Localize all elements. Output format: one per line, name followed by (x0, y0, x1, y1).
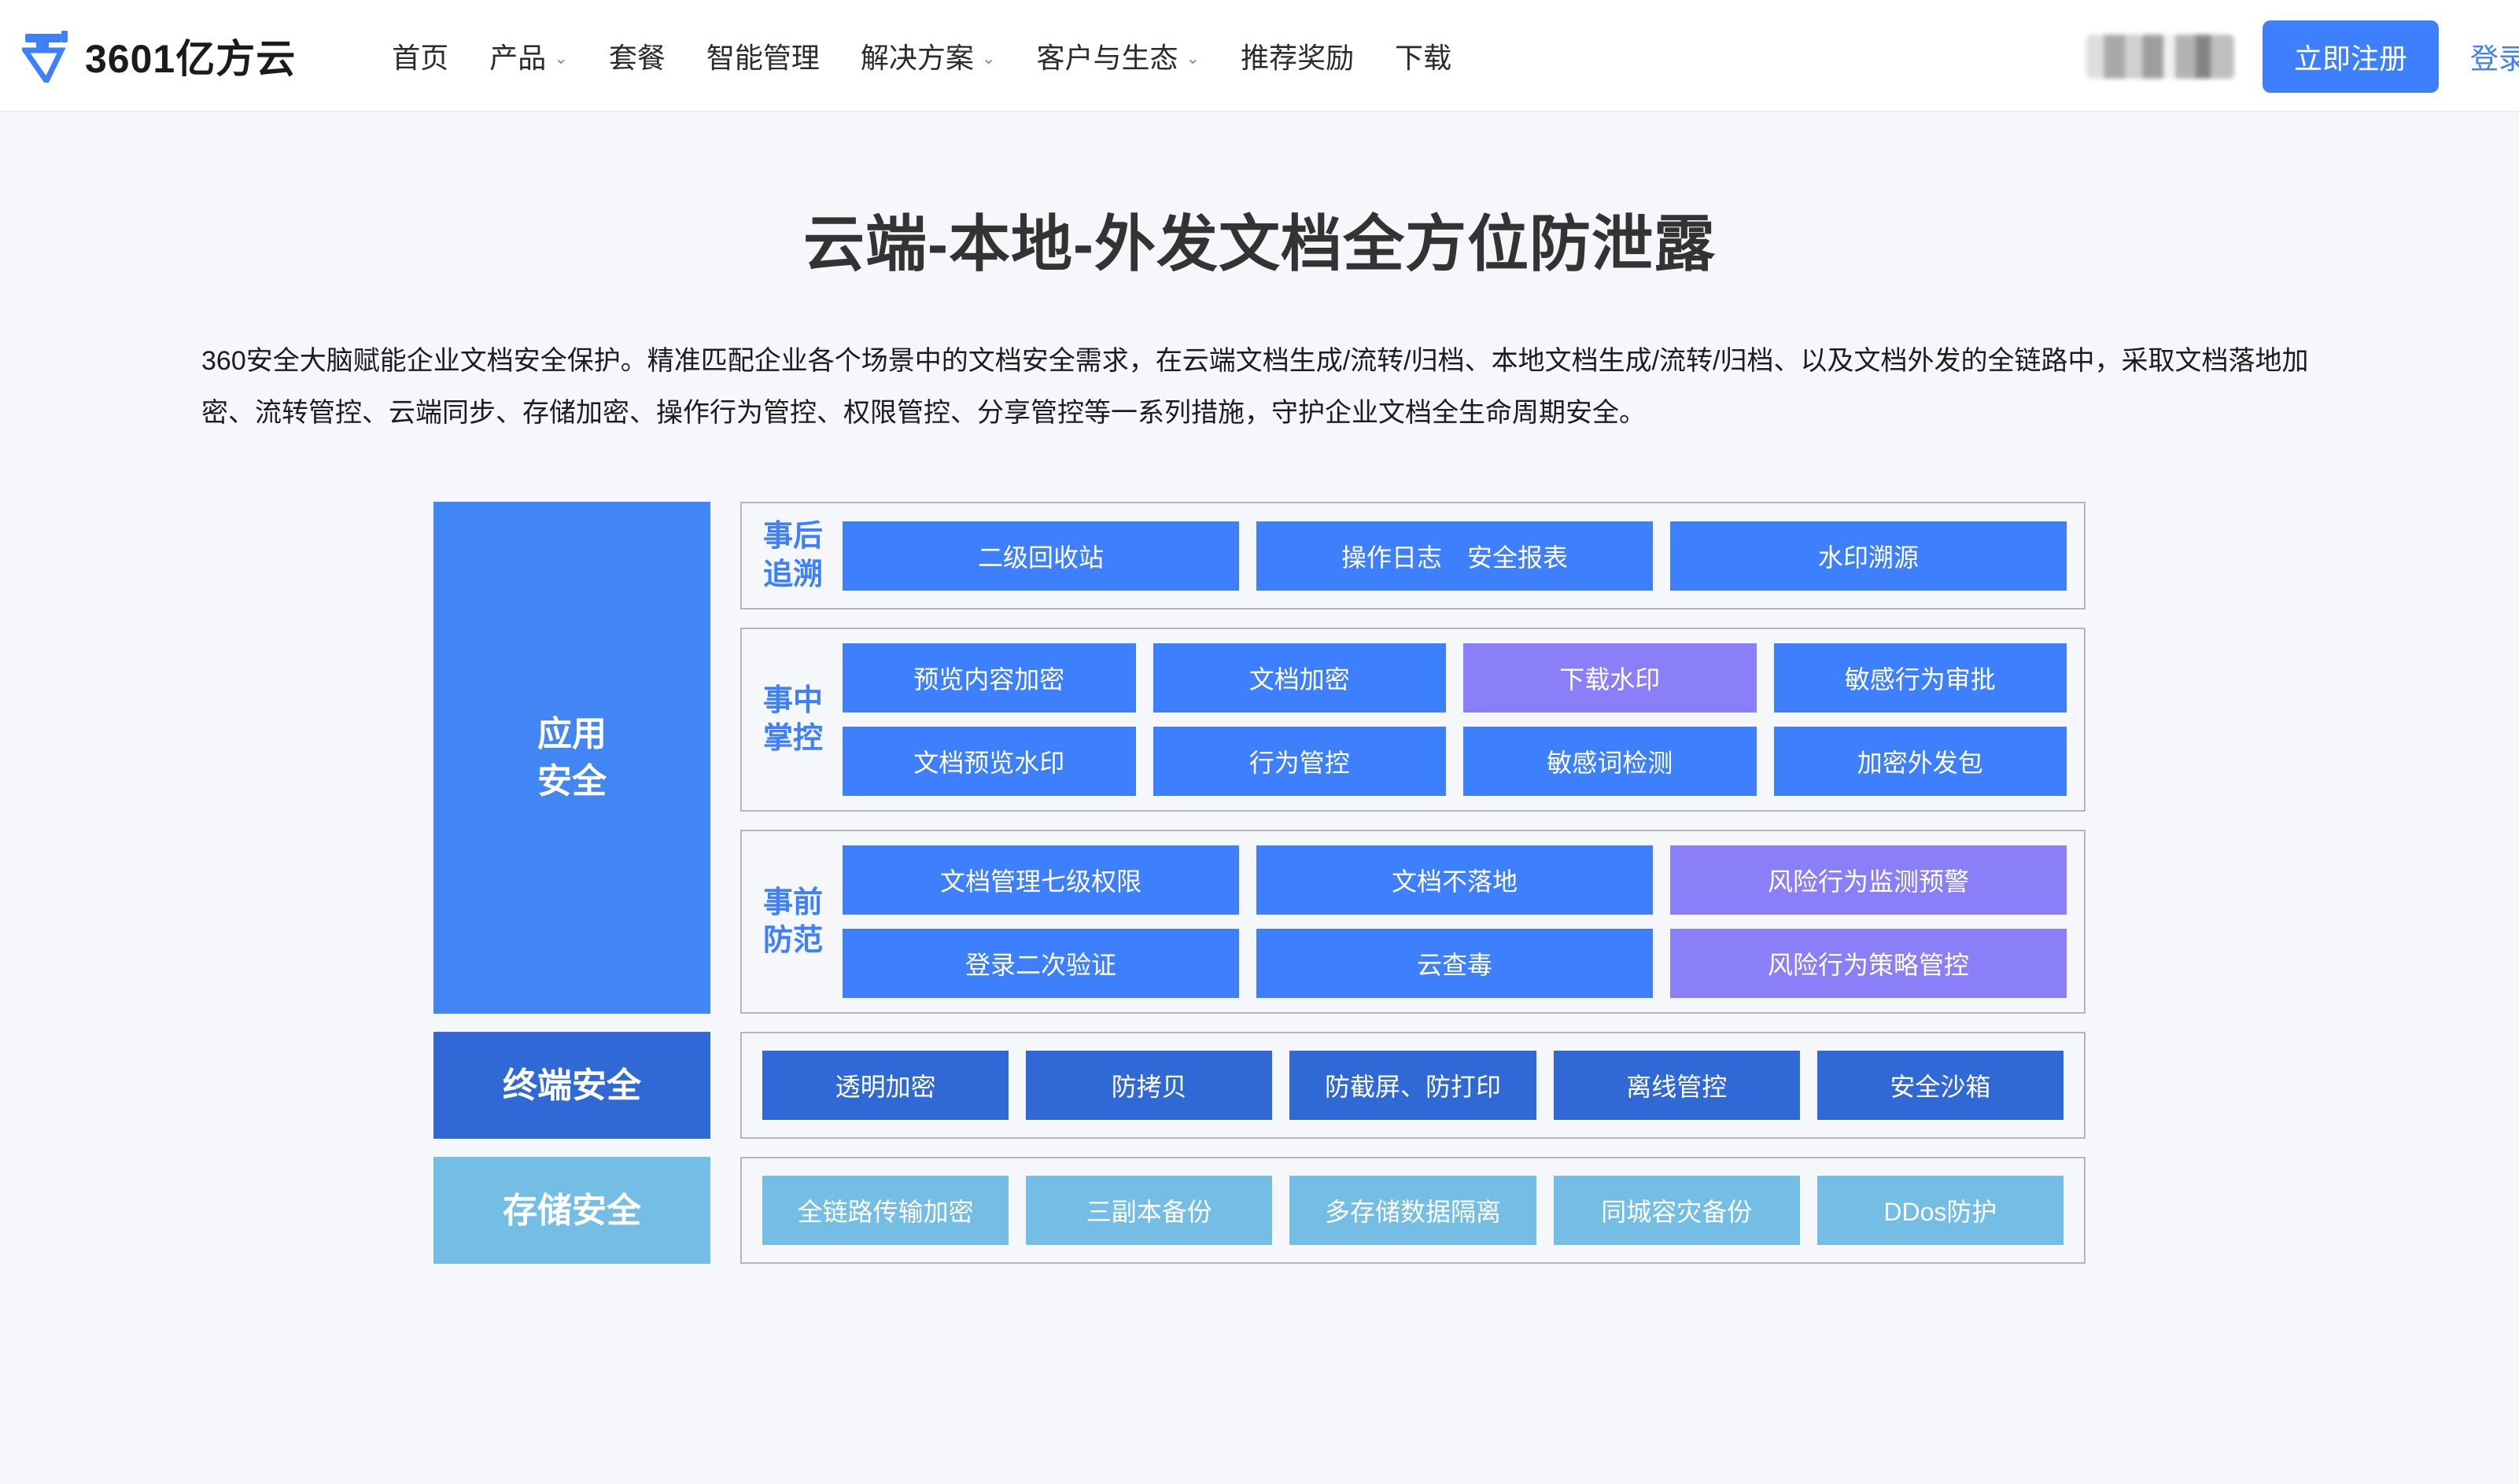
band-label-terminal-security: 终端安全 (433, 1032, 710, 1140)
band-groups: 事后 追溯 二级回收站 操作日志 安全报表 水印溯源 事中 (740, 502, 2086, 1014)
tile-behavior-control[interactable]: 行为管控 (1153, 727, 1446, 797)
band-terminal-security: 终端安全 透明加密 防拷贝 防截屏、防打印 离线管控 安全沙箱 (433, 1032, 2086, 1140)
tile-preview-content-encryption[interactable]: 预览内容加密 (843, 643, 1136, 713)
chevron-down-icon: ⌄ (554, 50, 568, 68)
nav-item-solutions[interactable]: 解决方案 ⌄ (840, 35, 1016, 76)
site-header: 3601亿方云 首页 产品 ⌄ 套餐 智能管理 解决方案 ⌄ 客户与生态 ⌄ 推… (0, 0, 2519, 112)
nav-item-customers-ecosystem[interactable]: 客户与生态 ⌄ (1016, 35, 1221, 76)
page-description: 360安全大脑赋能企业文档安全保护。精准匹配企业各个场景中的文档安全需求，在云端… (201, 346, 2309, 428)
group-label-line2: 追溯 (762, 558, 823, 591)
tile-row: 二级回收站 操作日志 安全报表 水印溯源 (843, 521, 2067, 591)
group-label: 事后 追溯 (759, 517, 827, 594)
tile-document-encryption[interactable]: 文档加密 (1153, 643, 1446, 713)
band-application-security: 应用 安全 事后 追溯 二级回收站 操作日志 安全报表 水印溯源 (433, 502, 2086, 1014)
group-rows: 预览内容加密 文档加密 下载水印 敏感行为审批 文档预览水印 行为管控 敏感词检… (843, 643, 2067, 797)
page-content: 云端-本地-外发文档全方位防泄露 360安全大脑赋能企业文档安全保护。精准匹配企… (0, 112, 2519, 1265)
tile-ddos-protection[interactable]: DDos防护 (1816, 1176, 2064, 1246)
tile-sensitive-word-detection[interactable]: 敏感词检测 (1463, 727, 1757, 797)
main-nav: 首页 产品 ⌄ 套餐 智能管理 解决方案 ⌄ 客户与生态 ⌄ 推荐奖励 下载 (371, 35, 1472, 76)
tile-row: 登录二次验证 云查毒 风险行为策略管控 (843, 929, 2067, 999)
tile-login-two-factor-verification[interactable]: 登录二次验证 (843, 929, 1239, 999)
chevron-down-icon: ⌄ (1186, 50, 1200, 68)
nav-item-download[interactable]: 下载 (1374, 35, 1472, 76)
tile-anti-screenshot-anti-print[interactable]: 防截屏、防打印 (1289, 1051, 1536, 1121)
tile-no-local-document-storage[interactable]: 文档不落地 (1256, 845, 1653, 915)
nav-label: 推荐奖励 (1241, 41, 1355, 74)
tile-risk-behavior-monitoring-alert[interactable]: 风险行为监测预警 (1670, 845, 2067, 915)
nav-label: 解决方案 (860, 41, 974, 74)
group-label-line2: 防范 (762, 924, 823, 958)
nav-item-plans[interactable]: 套餐 (588, 35, 686, 76)
band-label-line1: 应用 (537, 715, 607, 754)
tile-operation-log-security-report[interactable]: 操作日志 安全报表 (1256, 521, 1653, 591)
group-post-incident-tracing: 事后 追溯 二级回收站 操作日志 安全报表 水印溯源 (740, 502, 2086, 610)
tile-triple-replica-backup[interactable]: 三副本备份 (1026, 1176, 1273, 1246)
tile-transparent-encryption[interactable]: 透明加密 (762, 1051, 1009, 1121)
nav-item-products[interactable]: 产品 ⌄ (469, 35, 588, 76)
group-rows: 全链路传输加密 三副本备份 多存储数据隔离 同城容灾备份 DDos防护 (762, 1176, 2064, 1246)
login-link[interactable]: 登录 (2469, 42, 2519, 75)
band-storage-security: 存储安全 全链路传输加密 三副本备份 多存储数据隔离 同城容灾备份 DDos防护 (433, 1157, 2086, 1265)
tile-row: 文档管理七级权限 文档不落地 风险行为监测预警 (843, 845, 2067, 915)
group-label-line1: 事后 (762, 520, 823, 553)
band-groups: 全链路传输加密 三副本备份 多存储数据隔离 同城容灾备份 DDos防护 (740, 1157, 2086, 1265)
register-button[interactable]: 立即注册 (2262, 20, 2439, 93)
group-in-process-control: 事中 掌控 预览内容加密 文档加密 下载水印 敏感行为审批 文档预览水印 行为管… (740, 628, 2086, 812)
group-rows: 文档管理七级权限 文档不落地 风险行为监测预警 登录二次验证 云查毒 风险行为策… (843, 845, 2067, 999)
nav-label: 套餐 (608, 41, 666, 74)
tile-multi-storage-data-isolation[interactable]: 多存储数据隔离 (1289, 1176, 1536, 1246)
tile-row: 透明加密 防拷贝 防截屏、防打印 离线管控 安全沙箱 (762, 1051, 2064, 1121)
tile-row: 文档预览水印 行为管控 敏感词检测 加密外发包 (843, 727, 2067, 797)
tile-watermark-tracing[interactable]: 水印溯源 (1670, 521, 2067, 591)
band-label-application-security: 应用 安全 (433, 502, 710, 1014)
group-terminal-security: 透明加密 防拷贝 防截屏、防打印 离线管控 安全沙箱 (740, 1032, 2086, 1140)
nav-label: 智能管理 (706, 41, 820, 74)
group-pre-incident-prevention: 事前 防范 文档管理七级权限 文档不落地 风险行为监测预警 登录二次验证 云查毒… (740, 830, 2086, 1014)
brand[interactable]: 3601亿方云 (22, 28, 296, 84)
user-account-redacted[interactable] (2086, 34, 2234, 79)
tile-secondary-recycle-bin[interactable]: 二级回收站 (843, 521, 1239, 591)
tile-document-preview-watermark[interactable]: 文档预览水印 (843, 727, 1136, 797)
tile-sensitive-action-approval[interactable]: 敏感行为审批 (1773, 643, 2067, 713)
nav-item-smart-management[interactable]: 智能管理 (686, 35, 840, 76)
group-storage-security: 全链路传输加密 三副本备份 多存储数据隔离 同城容灾备份 DDos防护 (740, 1157, 2086, 1265)
tile-cloud-antivirus[interactable]: 云查毒 (1256, 929, 1653, 999)
chevron-down-icon: ⌄ (981, 50, 996, 68)
nav-label: 客户与生态 (1036, 41, 1178, 74)
tile-same-city-disaster-backup[interactable]: 同城容灾备份 (1553, 1176, 1800, 1246)
nav-label: 首页 (392, 41, 449, 74)
yifangyun-logo-icon (22, 30, 68, 83)
band-groups: 透明加密 防拷贝 防截屏、防打印 离线管控 安全沙箱 (740, 1032, 2086, 1140)
tile-download-watermark[interactable]: 下载水印 (1463, 643, 1757, 713)
tile-full-link-transport-encryption[interactable]: 全链路传输加密 (762, 1176, 1009, 1246)
tile-seven-level-permissions[interactable]: 文档管理七级权限 (843, 845, 1239, 915)
tile-offline-control[interactable]: 离线管控 (1553, 1051, 1800, 1121)
band-label-line2: 安全 (537, 761, 607, 801)
security-architecture-diagram: 应用 安全 事后 追溯 二级回收站 操作日志 安全报表 水印溯源 (433, 502, 2086, 1265)
band-label-storage-security: 存储安全 (433, 1157, 710, 1265)
tile-risk-behavior-policy-control[interactable]: 风险行为策略管控 (1670, 929, 2067, 999)
page-title: 云端-本地-外发文档全方位防泄露 (803, 209, 1716, 278)
group-label-line1: 事中 (762, 683, 823, 717)
group-rows: 透明加密 防拷贝 防截屏、防打印 离线管控 安全沙箱 (762, 1051, 2064, 1121)
nav-label: 下载 (1395, 41, 1452, 74)
group-label-line1: 事前 (762, 886, 823, 919)
header-actions: 立即注册 登录 (2086, 0, 2519, 112)
nav-label: 产品 (489, 41, 547, 74)
nav-item-home[interactable]: 首页 (371, 35, 469, 76)
group-label: 事前 防范 (759, 884, 827, 960)
tile-security-sandbox[interactable]: 安全沙箱 (1816, 1051, 2064, 1121)
nav-item-referral-rewards[interactable]: 推荐奖励 (1220, 35, 1374, 76)
tile-row: 预览内容加密 文档加密 下载水印 敏感行为审批 (843, 643, 2067, 713)
brand-name: 3601亿方云 (85, 36, 297, 81)
group-rows: 二级回收站 操作日志 安全报表 水印溯源 (843, 521, 2067, 591)
tile-anti-copy[interactable]: 防拷贝 (1026, 1051, 1273, 1121)
tile-row: 全链路传输加密 三副本备份 多存储数据隔离 同城容灾备份 DDos防护 (762, 1176, 2064, 1246)
tile-encrypted-outbound-package[interactable]: 加密外发包 (1773, 727, 2067, 797)
group-label: 事中 掌控 (759, 682, 827, 758)
group-label-line2: 掌控 (762, 722, 823, 756)
